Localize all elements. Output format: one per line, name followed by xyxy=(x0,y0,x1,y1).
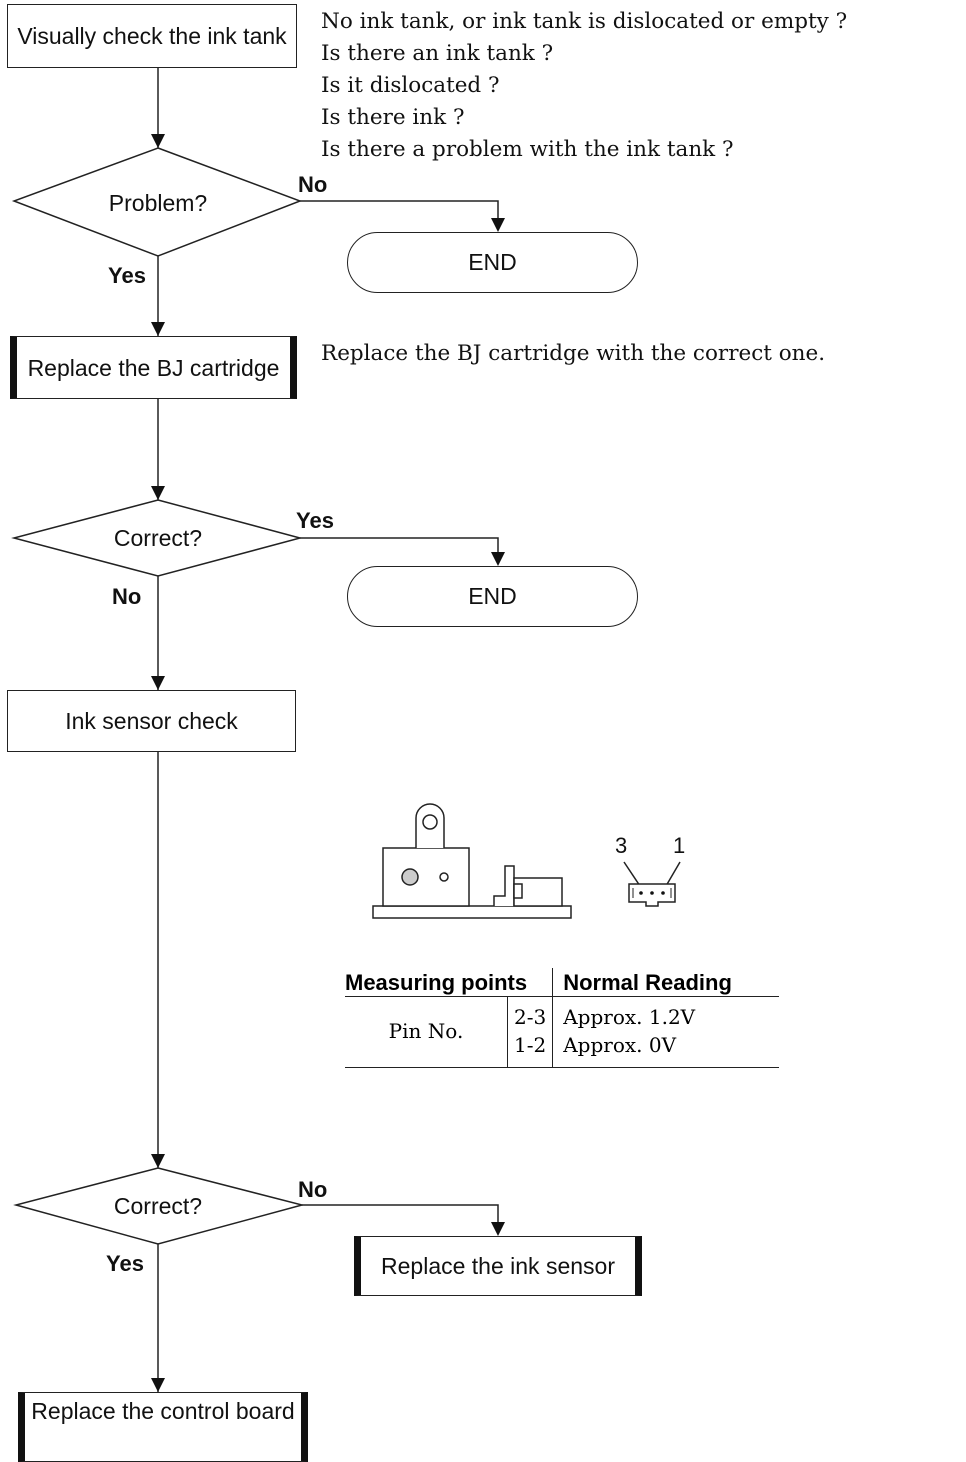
decision-label-problem: Problem? xyxy=(108,190,208,216)
pin-label: Pin No. xyxy=(345,996,508,1068)
check-question: Is there a problem with the ink tank ? xyxy=(321,137,734,162)
decision-diamond-correct-1 xyxy=(11,499,303,577)
connector-illustration xyxy=(623,861,681,907)
terminator-end-1: END xyxy=(347,232,638,293)
decision-diamond-problem xyxy=(11,147,303,257)
process-ink-sensor-check: Ink sensor check xyxy=(7,690,296,752)
replace-bj-note: Replace the BJ cartridge with the correc… xyxy=(321,341,826,366)
pin-pair: 1-2 xyxy=(507,1031,554,1068)
header-measuring-points: Measuring points xyxy=(345,968,554,997)
edge-label-correct1-no: No xyxy=(112,584,142,609)
decision-diamond-correct-2 xyxy=(13,1167,305,1245)
edge-label-correct2-no: No xyxy=(298,1177,328,1202)
check-question: Is it dislocated ? xyxy=(321,73,500,98)
process-replace-bj-cartridge: Replace the BJ cartridge xyxy=(10,336,297,399)
ink-sensor-illustration xyxy=(372,803,572,919)
normal-reading: Approx. 1.2V xyxy=(563,1005,696,1029)
check-question: No ink tank, or ink tank is dislocated o… xyxy=(321,9,848,34)
decision-label-correct-2: Correct? xyxy=(113,1193,203,1219)
edge-label-problem-yes: Yes xyxy=(108,263,146,288)
check-questions: No ink tank, or ink tank is dislocated o… xyxy=(321,6,847,166)
arrow-problem-no xyxy=(300,200,499,218)
edge-label-problem-no: No xyxy=(298,172,328,197)
decision-label-correct-1: Correct? xyxy=(113,525,203,551)
terminator-end-2: END xyxy=(347,566,638,627)
process-visual-check: Visually check the ink tank xyxy=(7,4,297,68)
edge-label-correct2-yes: Yes xyxy=(106,1251,144,1276)
connector-pin-1-label: 1 xyxy=(673,833,685,858)
normal-reading: Approx. 0V xyxy=(552,1031,780,1068)
pin-pair: 2-3 xyxy=(507,996,554,1031)
edge-label-correct1-yes: Yes xyxy=(296,508,334,533)
process-replace-ink-sensor: Replace the ink sensor xyxy=(354,1236,642,1296)
measurement-table: Measuring points Normal Reading Pin No. … xyxy=(345,968,780,1068)
check-question: Is there ink ? xyxy=(321,105,465,130)
arrow-correct3-no xyxy=(302,1204,499,1222)
arrow-correct-yes xyxy=(300,537,499,552)
connector-pin-3-label: 3 xyxy=(615,833,627,858)
header-normal-reading: Normal Reading xyxy=(552,968,780,997)
process-replace-control-board: Replace the control board xyxy=(18,1392,308,1462)
check-question: Is there an ink tank ? xyxy=(321,41,554,66)
